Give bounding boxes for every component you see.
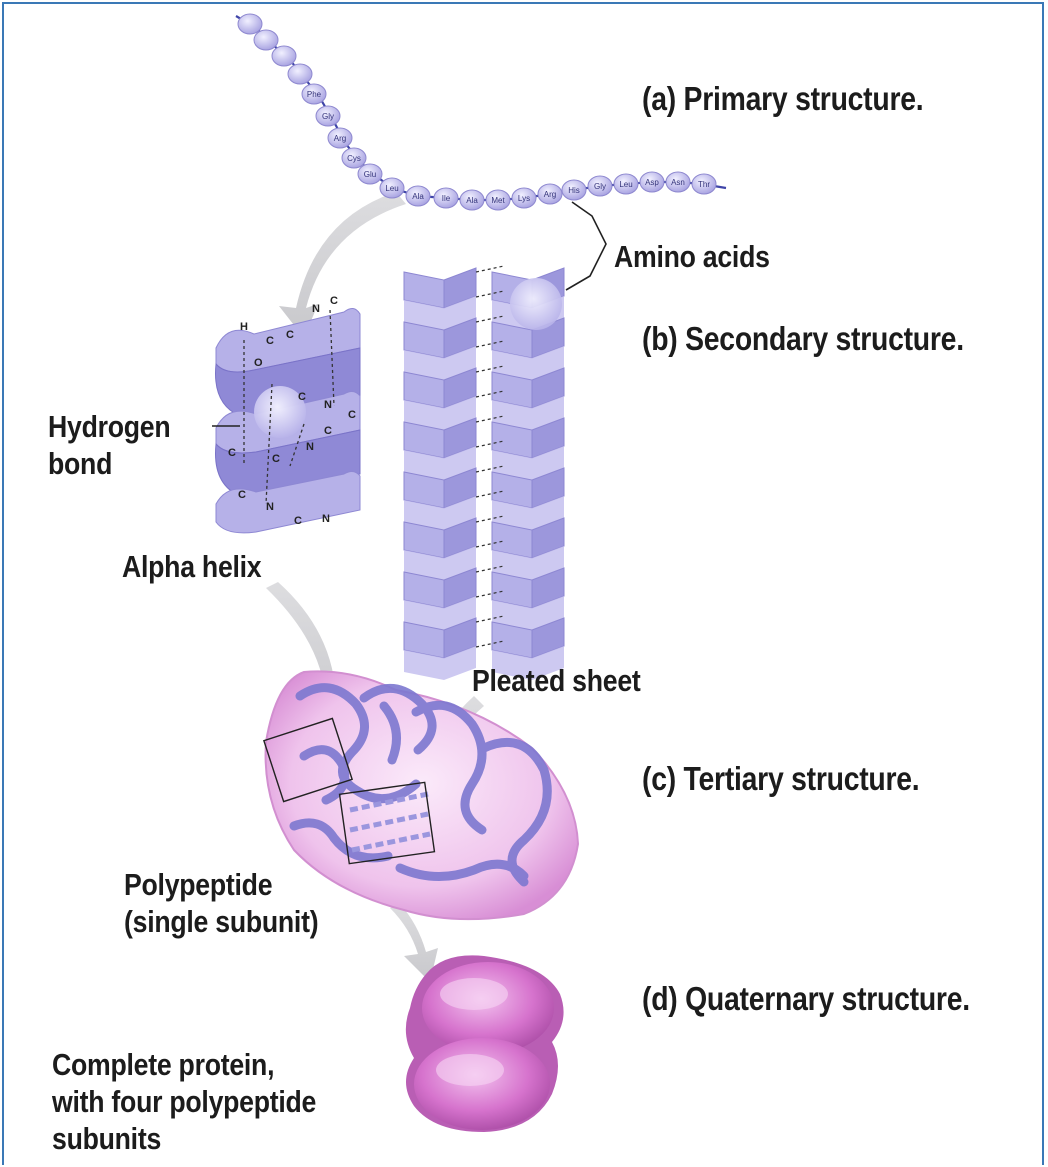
svg-text:N: N (266, 501, 274, 513)
amino-acid-bead-label: Leu (619, 180, 632, 189)
amino-acid-bead-label: Phe (307, 90, 322, 99)
polypeptide-label: Polypeptide (single subunit) (124, 866, 318, 940)
pleated-sheet-graphic (404, 266, 564, 680)
svg-text:C: C (348, 409, 356, 421)
svg-text:N: N (322, 513, 330, 525)
amino-acids-pointer (566, 202, 606, 290)
amino-acid-bead-label: Thr (698, 180, 710, 189)
amino-acid-bead (254, 30, 278, 50)
primary-structure-heading: (a) Primary structure. (642, 80, 923, 118)
complete-protein-label: Complete protein, with four polypeptide … (52, 1046, 316, 1157)
amino-acids-label: Amino acids (614, 238, 770, 275)
amino-acid-bead-label: Gly (594, 182, 606, 191)
amino-acid-bead-label: Arg (334, 134, 346, 143)
svg-text:C: C (272, 453, 280, 465)
amino-acid-bead (288, 64, 312, 84)
svg-text:N: N (312, 303, 320, 315)
amino-acid-bead-label: Ala (412, 192, 424, 201)
svg-text:C: C (228, 447, 236, 459)
amino-acid-bead-label: Ile (442, 194, 451, 203)
amino-acid-bead-label: Cys (347, 154, 361, 163)
quaternary-structure-heading: (d) Quaternary structure. (642, 980, 970, 1018)
amino-acid-bead-label: Gly (322, 112, 334, 121)
tertiary-structure-heading: (c) Tertiary structure. (642, 760, 919, 798)
amino-acid-bead-label: Arg (544, 190, 556, 199)
amino-acid-bead-label: Lys (518, 194, 530, 203)
svg-text:N: N (324, 399, 332, 411)
svg-text:C: C (294, 515, 302, 527)
amino-acid-bead-label: His (568, 186, 580, 195)
amino-acid-bead (272, 46, 296, 66)
amino-acid-bead-label: Leu (385, 184, 398, 193)
quaternary-structure-graphic (406, 955, 564, 1132)
amino-acid-bead-label: Ala (466, 196, 478, 205)
amino-acid-bead-label: Asp (645, 178, 659, 187)
svg-text:C: C (330, 295, 338, 307)
svg-text:C: C (286, 329, 294, 341)
svg-text:C: C (324, 425, 332, 437)
amino-acid-bead-label: Met (491, 196, 505, 205)
svg-text:C: C (298, 391, 306, 403)
amino-acid-highlight (510, 278, 562, 330)
amino-acid-bead-label: Glu (364, 170, 376, 179)
svg-text:C: C (266, 335, 274, 347)
svg-text:H: H (240, 321, 248, 333)
hydrogen-bond-label: Hydrogen bond (48, 408, 170, 482)
svg-text:C: C (238, 489, 246, 501)
amino-acid-bead-label: Asn (671, 178, 685, 187)
pleated-sheet-label: Pleated sheet (472, 662, 641, 699)
amino-acid-bead (238, 14, 262, 34)
svg-text:O: O (254, 357, 263, 369)
alpha-helix-label: Alpha helix (122, 548, 261, 585)
secondary-structure-heading: (b) Secondary structure. (642, 320, 964, 358)
hydrogen-bond-line (476, 266, 504, 272)
svg-text:N: N (306, 441, 314, 453)
